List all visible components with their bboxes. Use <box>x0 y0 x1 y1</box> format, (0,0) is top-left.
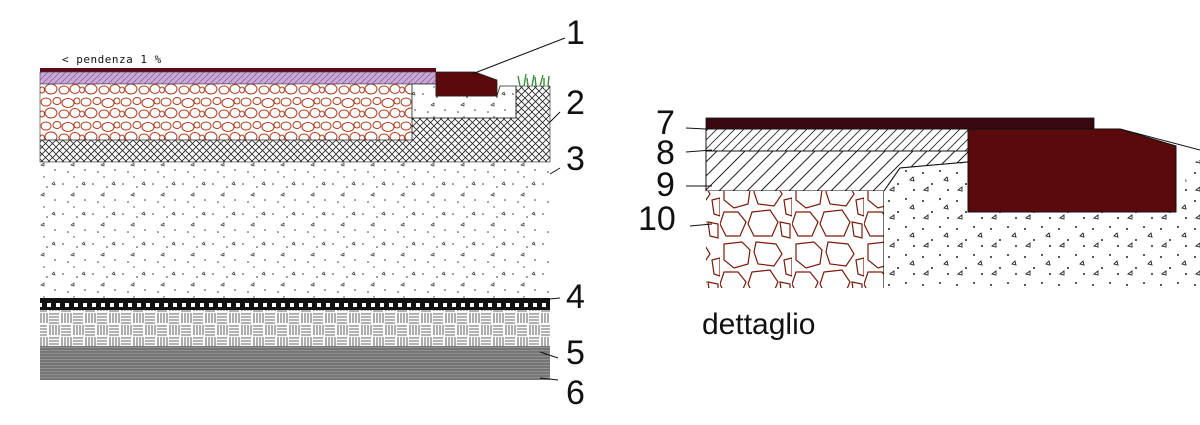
grass-icon <box>517 73 550 87</box>
label-3: 3 <box>566 140 585 178</box>
leader-lines <box>471 37 566 381</box>
pebble-layer <box>39 83 413 141</box>
subbase-layer <box>40 162 550 298</box>
detail-curb <box>967 128 1177 213</box>
label-8: 8 <box>656 134 675 172</box>
detail-view: 7 8 9 10 dettaglio <box>638 104 1200 341</box>
curb <box>435 71 498 97</box>
membrane-layer <box>40 298 550 310</box>
label-6: 6 <box>566 374 585 412</box>
pavement-section: < pendenza 1 % <box>39 14 585 412</box>
base-soil-layer <box>40 346 550 380</box>
detail-stone-layer <box>706 191 884 288</box>
label-5: 5 <box>566 334 585 372</box>
detail-caption: dettaglio <box>702 308 815 341</box>
label-4: 4 <box>566 278 585 316</box>
detail-curb-foundation <box>884 160 1200 288</box>
detail-bedding-layer <box>705 128 969 152</box>
slope-label: < pendenza 1 % <box>62 53 162 66</box>
label-2: 2 <box>566 84 585 122</box>
label-1: 1 <box>566 14 585 52</box>
finish-layer <box>40 68 436 72</box>
bedding-layer <box>39 71 437 85</box>
detail-finish-layer <box>705 117 1095 130</box>
label-7: 7 <box>656 104 675 142</box>
label-10: 10 <box>638 200 676 238</box>
geotextile-layer <box>40 310 550 346</box>
detail-leader-lines <box>685 127 713 227</box>
label-9: 9 <box>656 166 675 204</box>
